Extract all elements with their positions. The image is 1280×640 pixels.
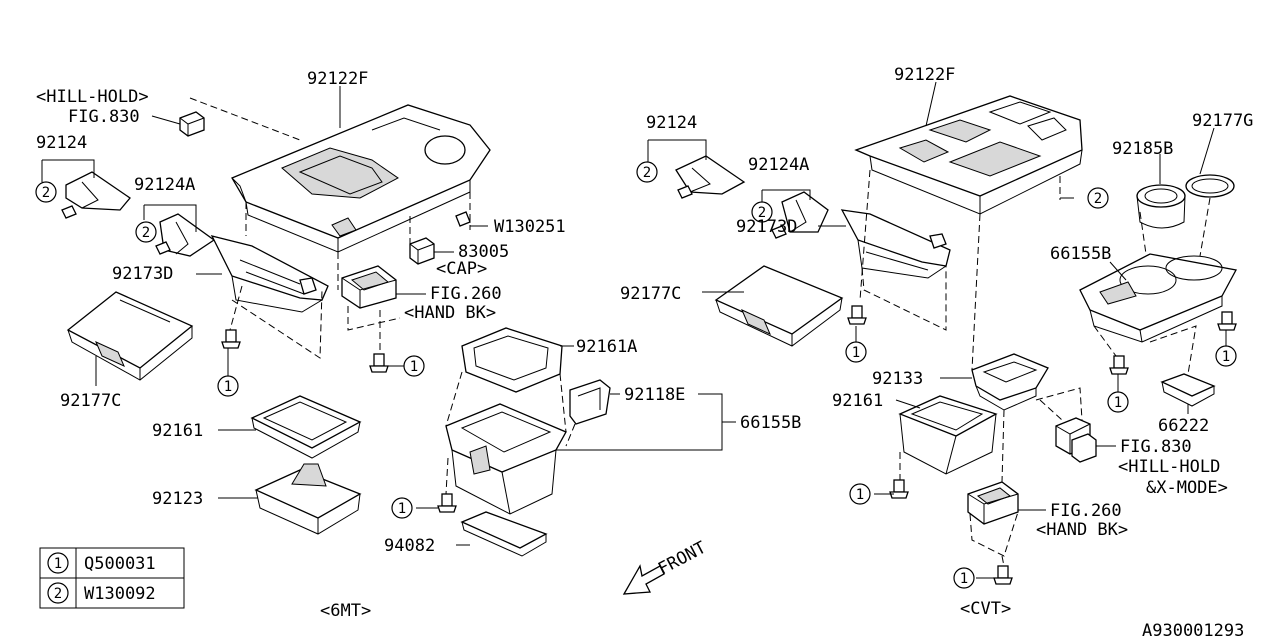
screw-6mt-a: [221, 329, 241, 349]
callout-1: 1: [960, 571, 968, 587]
label-92177C: 92177C: [60, 391, 121, 411]
hand-brake-switch-6mt: [341, 265, 397, 309]
label-W130251: W130251: [494, 217, 566, 237]
boot-ring-92161-cvt: [898, 395, 998, 475]
screw-6mt-c: [437, 493, 457, 513]
callout-1: 1: [398, 501, 406, 517]
label-92177C: 92177C: [620, 284, 681, 304]
dashed-guides-6mt: [189, 97, 576, 495]
label-92161A: 92161A: [576, 337, 637, 357]
label-92173D: 92173D: [736, 217, 797, 237]
console-top-6mt: [231, 104, 491, 253]
legend-table: 1 Q500031 2 W130092: [39, 547, 185, 609]
label-92177G: 92177G: [1192, 111, 1253, 131]
label-92124: 92124: [646, 113, 697, 133]
legend-marker-1: 1: [54, 556, 62, 572]
label-cap: <CAP>: [436, 259, 487, 279]
label-92161: 92161: [832, 391, 883, 411]
diagram-code: A930001293: [1142, 621, 1244, 640]
shift-boot-92123: [254, 463, 362, 535]
label-fig-260: FIG.260: [1050, 501, 1122, 521]
label-hill-hold: <HILL-HOLD: [1118, 457, 1220, 477]
cover-92124A-6mt: [155, 213, 216, 257]
label-92122F: 92122F: [307, 69, 368, 89]
callout-1: 1: [856, 487, 864, 503]
screw-6mt-b: [369, 353, 389, 373]
label-92122F: 92122F: [894, 65, 955, 85]
label-92123: 92123: [152, 489, 203, 509]
callout-1: 1: [224, 379, 232, 395]
label-83005: 83005: [458, 242, 509, 262]
label-fig-830: FIG.830: [1120, 437, 1192, 457]
label-66155B: 66155B: [1050, 244, 1111, 264]
callout-1: 1: [852, 345, 860, 361]
console-top-cvt: [854, 95, 1083, 215]
callouts-cvt: 2 2 2 1 1 1 1 1: [636, 161, 1237, 589]
label-92133: 92133: [872, 369, 923, 389]
cup-holder-66155B-cvt: [1079, 253, 1237, 343]
hill-hold-switch-6mt: [179, 111, 205, 137]
ring-92161A: [461, 327, 563, 393]
leader-lines-cvt: [647, 81, 1227, 579]
bracket-92173D-cvt: [840, 209, 951, 279]
label-hand-bk: <HAND BK>: [1036, 520, 1128, 540]
callout-1: 1: [1222, 349, 1230, 365]
label-92124A: 92124A: [748, 155, 809, 175]
screws-cvt: [847, 305, 1237, 585]
label-6mt: <6MT>: [320, 601, 371, 621]
label-front: FRONT: [655, 538, 710, 580]
cup-holder-66155B-6mt: [445, 403, 567, 515]
label-66222: 66222: [1158, 416, 1209, 436]
callout-2: 2: [758, 205, 766, 221]
hand-brake-switch-cvt: [967, 481, 1019, 525]
cover-92124A-cvt: [771, 191, 829, 239]
label-92124: 92124: [36, 133, 87, 153]
clip-W130251: [455, 211, 471, 227]
cup-ring-92177G: [1185, 174, 1235, 198]
callout-2: 2: [1094, 191, 1102, 207]
label-92161: 92161: [152, 421, 203, 441]
cap-83005: [409, 237, 435, 265]
bracket-92118E: [569, 379, 611, 425]
boot-ring-92161-6mt: [250, 395, 362, 459]
callout-1: 1: [1114, 395, 1122, 411]
label-fig-830: FIG.830: [68, 107, 140, 127]
tray-92177C-cvt: [714, 265, 844, 347]
bracket-92173D-6mt: [210, 235, 329, 313]
callouts-6mt: 2 2 1 1 1: [35, 181, 425, 519]
labels-cvt: 92124 92124A 92173D 92177C 92122F 92177G…: [620, 65, 1253, 640]
cup-ring-92185B: [1136, 184, 1186, 229]
label-hill-hold: <HILL-HOLD>: [36, 87, 149, 107]
cover-92124-6mt: [61, 171, 131, 219]
label-92118E: 92118E: [624, 385, 685, 405]
label-92173D: 92173D: [112, 264, 173, 284]
cover-92124-cvt: [675, 155, 746, 199]
labels-6mt: <HILL-HOLD> FIG.830 92122F 92124 92124A …: [36, 69, 801, 621]
dashed-guides-cvt: [859, 169, 1211, 567]
label-hand-bk: <HAND BK>: [404, 303, 496, 323]
label-92185B: 92185B: [1112, 139, 1173, 159]
label-92124A: 92124A: [134, 175, 195, 195]
label-cvt: <CVT>: [960, 599, 1011, 619]
callout-2: 2: [42, 185, 50, 201]
label-fig-260: FIG.260: [430, 284, 502, 304]
tray-92177C-6mt: [66, 291, 194, 381]
bracket-92133: [971, 353, 1049, 411]
callout-2: 2: [142, 225, 150, 241]
front-arrow: FRONT: [622, 538, 710, 595]
hill-hold-switch-cvt: [1055, 417, 1097, 463]
callout-1: 1: [410, 359, 418, 375]
leader-lines-6mt: [41, 86, 736, 546]
label-x-mode: &X-MODE>: [1146, 478, 1228, 498]
legend-part-2: W130092: [84, 584, 156, 604]
callout-2: 2: [643, 165, 651, 181]
label-94082: 94082: [384, 536, 435, 556]
legend-marker-2: 2: [54, 586, 62, 602]
pad-66222: [1160, 373, 1216, 407]
label-66155B: 66155B: [740, 413, 801, 433]
legend-part-1: Q500031: [84, 554, 156, 574]
pad-94082: [460, 511, 548, 557]
